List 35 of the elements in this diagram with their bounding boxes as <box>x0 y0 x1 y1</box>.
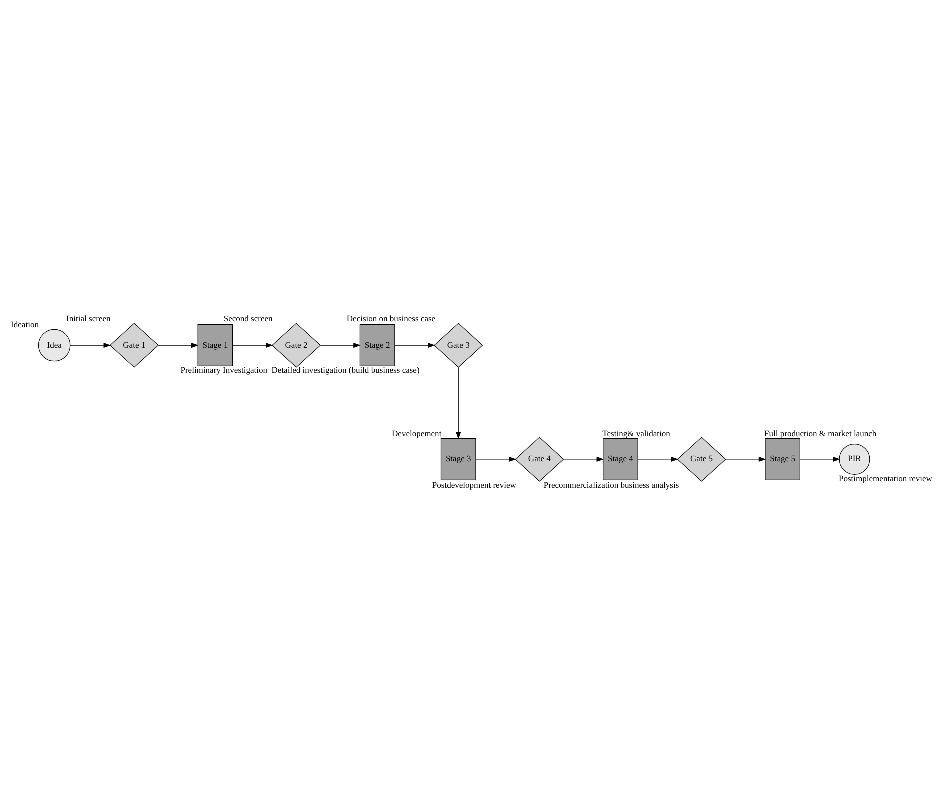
node-label: Full production & market launch <box>764 428 877 438</box>
node-label: Second screen <box>224 313 273 324</box>
node-label: Testing& validation <box>602 428 670 438</box>
node-circle: PIR <box>839 444 870 475</box>
node-box: Stage 2 <box>360 324 396 367</box>
node-label: Detailed investigation (build business case) <box>272 365 420 376</box>
arrow <box>456 367 462 440</box>
arrow <box>638 456 679 462</box>
arrow <box>800 456 841 462</box>
node-label: Ideation <box>11 319 39 330</box>
node-label: Postdevelopment review <box>432 480 516 490</box>
node-box: Stage 5 <box>765 438 800 480</box>
arrow <box>158 342 199 348</box>
arrow <box>564 456 604 462</box>
node-circle: Idea <box>38 329 71 362</box>
node-label: Precommercialization business analysis <box>544 480 680 490</box>
node-label: Postimplementation review <box>838 473 932 484</box>
node-diamond: Gate 2 <box>272 323 322 368</box>
node-box: Stage 3 <box>440 438 476 480</box>
node-label: Initial screen <box>66 313 111 324</box>
node-diamond: Gate 3 <box>434 323 484 368</box>
arrow <box>232 342 274 348</box>
node-box: Stage 4 <box>603 438 638 480</box>
node-box: Stage 1 <box>198 324 234 367</box>
node-label: Developement <box>392 428 442 438</box>
node-diamond: Gate 5 <box>677 437 726 482</box>
arrow <box>476 456 516 462</box>
arrow <box>726 456 766 462</box>
node-label: Decision on business case <box>346 313 436 324</box>
node-label: Preliminary Investigation <box>180 365 268 376</box>
arrow <box>394 342 436 348</box>
node-diamond: Gate 1 <box>110 323 159 368</box>
arrow <box>70 342 112 348</box>
node-diamond: Gate 4 <box>515 437 564 482</box>
arrow <box>320 342 361 348</box>
